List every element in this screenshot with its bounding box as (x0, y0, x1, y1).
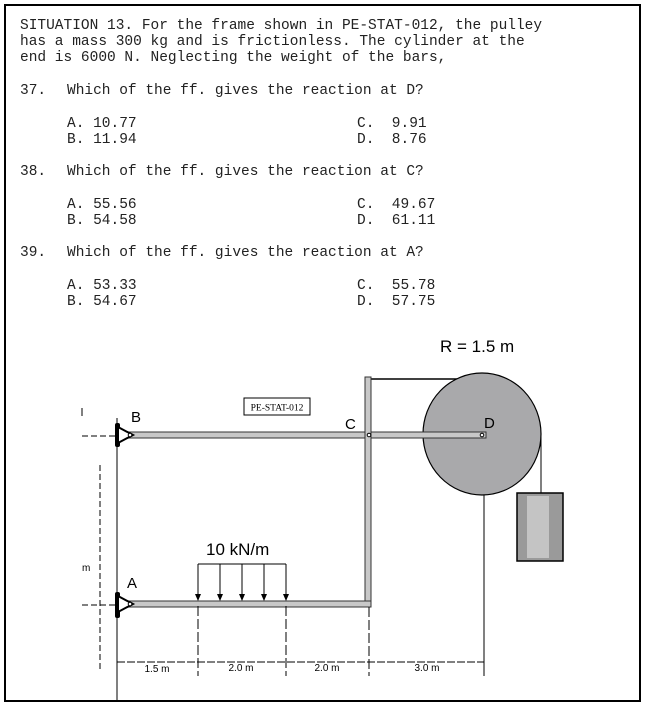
situation-line: has a mass 300 kg and is frictionless. T… (20, 34, 525, 50)
question-text: Which of the ff. gives the reaction at A… (67, 245, 424, 261)
situation-line: SITUATION 13. For the frame shown in PE-… (20, 18, 543, 34)
dimension-label: 2.0 m (314, 663, 339, 674)
label-a: A (127, 575, 137, 592)
figure-id-box (243, 397, 311, 416)
cylinder-highlight (527, 496, 549, 558)
option-a: A. 10.77 (67, 116, 137, 132)
load-label: 10 kN/m (206, 540, 269, 559)
question-text: Which of the ff. gives the reaction at D… (67, 83, 424, 99)
horizontal-dimensions (116, 495, 485, 676)
label-d: D (484, 415, 495, 432)
question-number: 38. (20, 164, 47, 180)
pin-c (366, 432, 372, 438)
label-c: C (345, 416, 356, 433)
option-c: C. 55.78 (357, 278, 436, 294)
question-text: Which of the ff. gives the reaction at C… (67, 164, 424, 180)
option-b: B. 11.94 (67, 132, 137, 148)
distributed-load (195, 563, 289, 601)
height-label: m (82, 563, 90, 574)
radius-label: R = 1.5 m (440, 337, 514, 356)
dimension-label: 2.0 m (228, 663, 253, 674)
option-d: D. 61.11 (357, 213, 436, 229)
situation-line: end is 6000 N. Neglecting the weight of … (20, 50, 447, 66)
figure-id: PE-STAT-012 (251, 404, 304, 414)
option-d: D. 57.75 (357, 294, 436, 310)
pin-support-a (115, 592, 136, 618)
option-a: A. 53.33 (67, 278, 137, 294)
bar-bd (125, 431, 487, 439)
label-b: B (131, 409, 141, 426)
dimension-label: 3.0 m (414, 663, 439, 674)
option-c: C. 9.91 (357, 116, 427, 132)
bar-c-vertical (364, 376, 372, 608)
option-d: D. 8.76 (357, 132, 427, 148)
option-a: A. 55.56 (67, 197, 137, 213)
question-number: 39. (20, 245, 47, 261)
question-number: 37. (20, 83, 47, 99)
dimension-label: 1.5 m (144, 664, 169, 675)
document-frame (4, 4, 641, 702)
bar-a (125, 600, 372, 608)
pin-support-b (115, 423, 136, 447)
option-b: B. 54.67 (67, 294, 137, 310)
option-c: C. 49.67 (357, 197, 436, 213)
option-b: B. 54.58 (67, 213, 137, 229)
pin-d (479, 432, 485, 438)
